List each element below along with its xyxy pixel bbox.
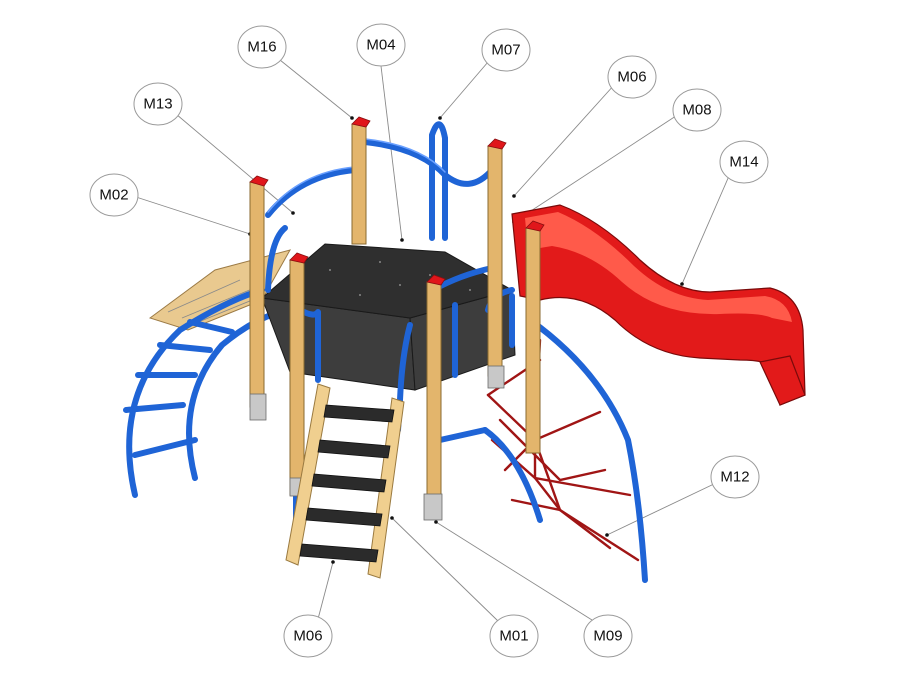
leader-m06-top	[513, 83, 616, 197]
svg-text:M12: M12	[720, 469, 749, 486]
callout-m12: M12	[710, 455, 760, 499]
stair-step-1	[323, 404, 395, 423]
callout-m07: M07	[481, 28, 531, 72]
svg-text:M09: M09	[593, 628, 622, 645]
stair-step-4	[305, 507, 383, 527]
post-cap-front-left	[289, 252, 309, 264]
callout-m16: M16	[237, 25, 287, 69]
stair-stringer-left	[285, 383, 331, 566]
ground-bracket-right	[487, 365, 505, 389]
callout-labels: M16 M04 M07 M06 M08 M13 M14 M02	[89, 23, 769, 658]
leader-m12	[606, 482, 717, 536]
svg-text:M06: M06	[293, 628, 322, 645]
leader-m09	[435, 521, 593, 621]
stair-step-2	[317, 439, 391, 459]
callout-m06-bottom: M06	[283, 614, 333, 658]
svg-text:M08: M08	[682, 102, 711, 119]
leader-m01	[391, 517, 499, 622]
callout-m02: M02	[89, 173, 139, 217]
callout-m14: M14	[719, 140, 769, 184]
stairs	[285, 383, 405, 579]
leader-m14	[681, 175, 730, 285]
post-cap-slide-side	[525, 220, 545, 232]
stair-step-3	[311, 473, 387, 493]
leader-m07	[439, 61, 489, 119]
ground-bracket-left	[249, 393, 267, 421]
post-cap-back-right	[487, 138, 507, 150]
leader-m08	[513, 111, 683, 223]
wooden-posts	[249, 116, 545, 521]
post-back-right	[487, 145, 503, 377]
leader-m02	[135, 196, 251, 235]
stair-step-5	[299, 543, 379, 563]
leader-m16	[279, 59, 353, 119]
ground-bracket-front	[423, 493, 443, 521]
post-front-left	[289, 259, 305, 496]
svg-text:M16: M16	[247, 39, 276, 56]
leader-m04	[380, 65, 403, 241]
leader-m06-bottom	[317, 561, 334, 620]
svg-text:M01: M01	[499, 628, 528, 645]
post-slide-side	[525, 227, 541, 454]
svg-text:M07: M07	[491, 42, 520, 59]
callout-m04: M04	[356, 23, 406, 67]
post-front-center	[426, 281, 442, 505]
post-cap-back-left	[249, 175, 269, 187]
callout-m09: M09	[583, 614, 633, 658]
slide	[511, 204, 806, 406]
leader-m13	[175, 113, 294, 214]
post-cap-front-center	[426, 274, 446, 286]
post-back-center	[351, 123, 367, 245]
svg-text:M06: M06	[617, 69, 646, 86]
rope-net	[486, 338, 640, 562]
svg-text:M13: M13	[143, 96, 172, 113]
callout-m01: M01	[489, 614, 539, 658]
callout-m13: M13	[133, 82, 183, 126]
svg-text:M02: M02	[99, 187, 128, 204]
post-back-left	[249, 181, 265, 408]
svg-text:M04: M04	[366, 37, 395, 54]
callout-m08: M08	[672, 88, 722, 132]
leader-lines	[135, 59, 730, 622]
svg-text:M14: M14	[729, 154, 758, 171]
post-cap-back-center	[351, 116, 371, 128]
callout-m06-top: M06	[607, 55, 657, 99]
